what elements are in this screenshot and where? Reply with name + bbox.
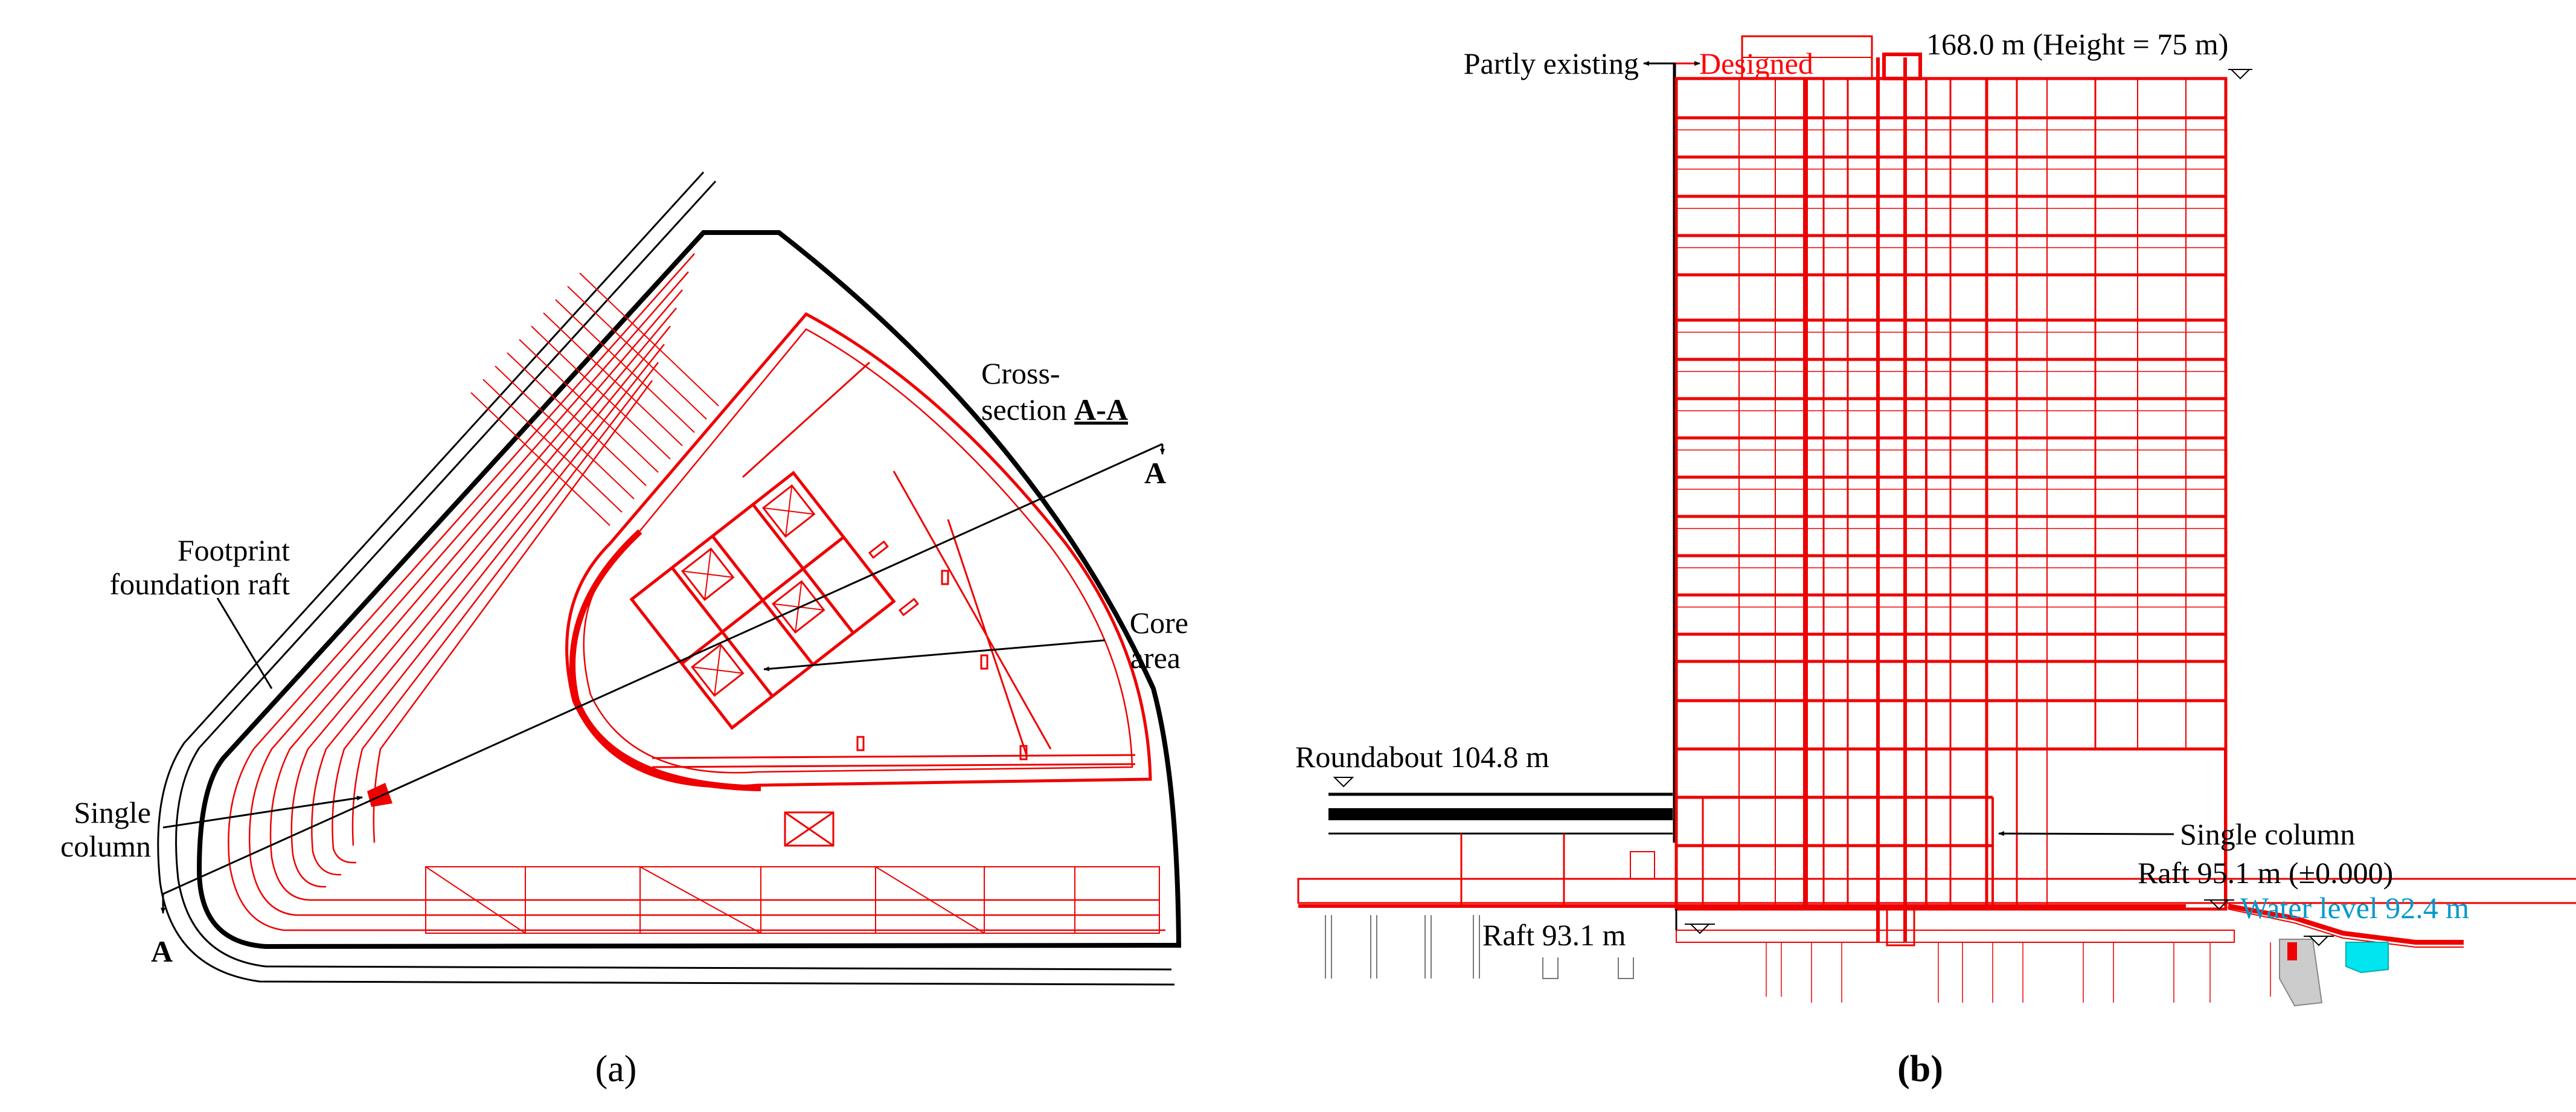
label-core-line1: Core (1130, 606, 1188, 640)
label-footprint-line1: Footprint (178, 533, 290, 567)
leader-core (763, 639, 1106, 672)
parking-ramp-lines (228, 253, 1165, 931)
label-single-column-line2: column (60, 829, 151, 863)
panel-a-plan: Cross- section A-A A A Footprint foundat… (60, 171, 1188, 986)
leader-single-column (162, 795, 363, 829)
tower-section (1297, 35, 2576, 1003)
label-single-column-b: Single column (2180, 817, 2355, 851)
roundabout-slab (1328, 792, 1673, 835)
label-cross-section-line1: Cross- (981, 356, 1060, 390)
existing-piles (1325, 915, 1634, 979)
road-inner-boundary (175, 180, 1172, 971)
quay-wall (2279, 939, 2323, 1007)
parking-stalls-hatch (470, 272, 719, 526)
label-raft-951: Raft 95.1 m (±0.000) (2138, 856, 2393, 890)
caption-a: (a) (595, 1049, 637, 1090)
label-top-level: 168.0 m (Height = 75 m) (1926, 27, 2228, 61)
footprint-foundation-raft (196, 230, 1182, 950)
curved-facade (569, 529, 761, 791)
label-designed: Designed (1699, 47, 1813, 80)
leader-footprint (216, 597, 273, 689)
label-footprint-line2: foundation raft (109, 567, 290, 601)
caption-b: (b) (1897, 1049, 1943, 1090)
section-line-a-a (162, 443, 1163, 895)
level-marker-roundabout (1333, 777, 1354, 788)
level-marker-raft-931 (1689, 924, 1711, 934)
label-cross-section-bold: A-A (1074, 393, 1128, 426)
parking-bottom-strip (425, 866, 1160, 934)
label-section-marker-top: A (1144, 456, 1166, 490)
level-marker-168 (2229, 69, 2251, 80)
label-cross-section-prefix: section (981, 393, 1074, 426)
building-outline-inner (583, 328, 1133, 774)
road-outer-boundary (157, 171, 1175, 986)
single-column-marker (367, 783, 392, 807)
label-partly-existing: Partly existing (1464, 47, 1639, 80)
label-core-line2: area (1130, 641, 1181, 675)
label-section-marker-bottom: A (151, 934, 173, 968)
label-raft-931: Raft 93.1 m (1482, 918, 1626, 952)
label-water-level: Water level 92.4 m (2240, 891, 2469, 925)
label-roundabout: Roundabout 104.8 m (1295, 740, 1549, 774)
quay-cap (2287, 942, 2297, 960)
label-cross-section-line2: section A-A (981, 393, 1128, 426)
label-single-column-line1: Single (74, 795, 151, 829)
level-markers (1333, 69, 2334, 946)
column-marks (856, 540, 1028, 760)
interior-layout (652, 361, 1136, 847)
building-outline (565, 312, 1152, 788)
panel-b-section: Partly existing Designed 168.0 m (Height… (1295, 27, 2576, 1007)
water-body (2345, 942, 2389, 974)
core-area (629, 471, 896, 730)
